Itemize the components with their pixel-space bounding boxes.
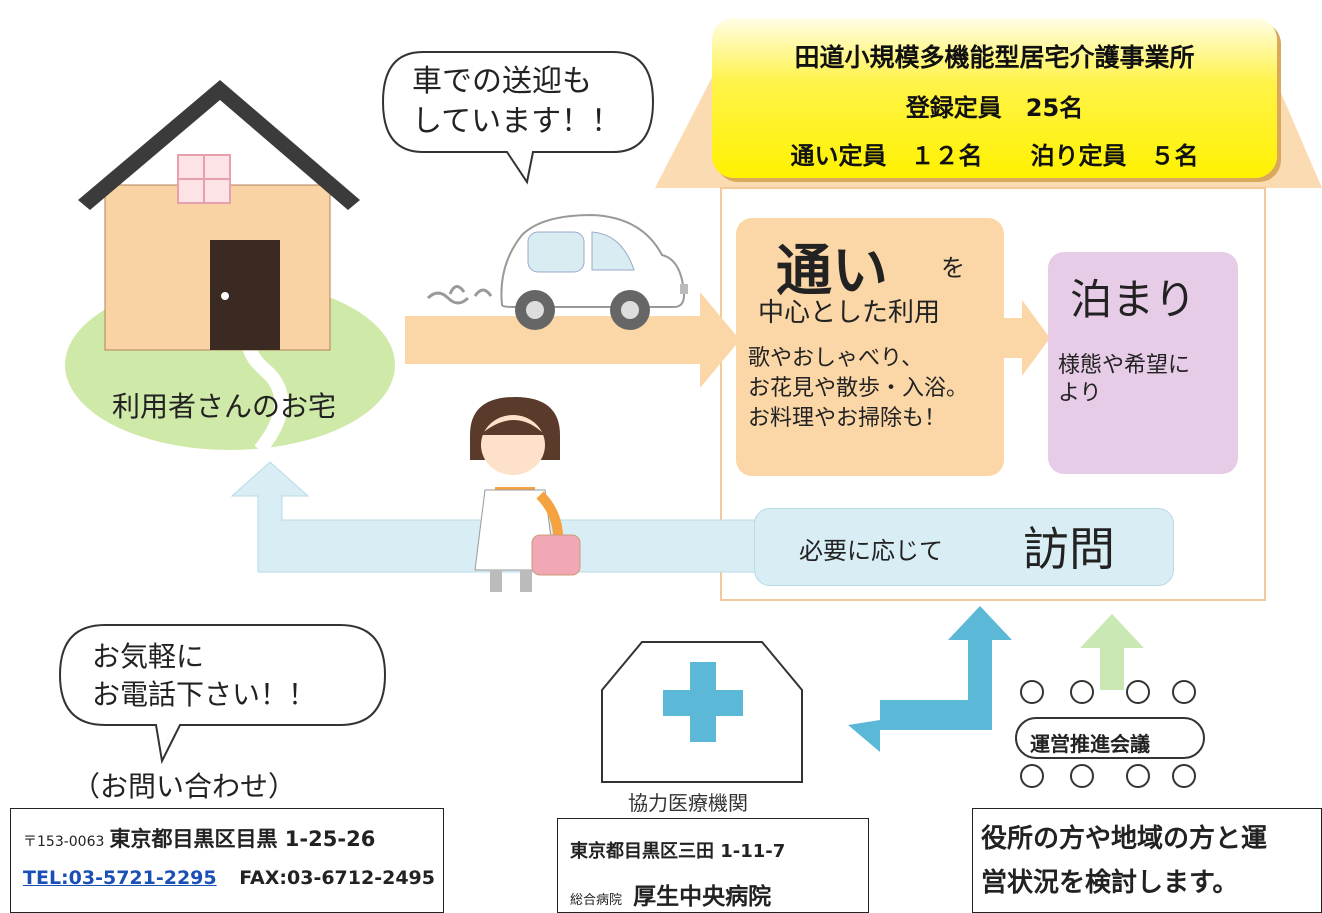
stay-service-title: 泊まり [1070, 275, 1197, 324]
contact-bubble-text: お気軽に お電話下さい！！ [92, 640, 317, 711]
flow-arrow-to-stay [1004, 300, 1050, 376]
hospital-link-arrow [848, 606, 1012, 752]
meeting-link-arrow [1080, 614, 1144, 690]
meeting-description: 役所の方や地域の方と運 営状況を検討します。 [981, 824, 1268, 898]
postal-code: 〒153-0063 [23, 834, 105, 850]
home-label: 利用者さんのお宅 [112, 390, 337, 423]
day-service-card: 通い を 中心とした利用 歌やおしゃべり、 お花見や散歩・入浴。 お料理やお掃除… [736, 218, 1004, 476]
day-service-description: 歌やおしゃべり、 お花見や散歩・入浴。 お料理やお掃除も！ [748, 346, 969, 431]
return-arrow-to-home [230, 461, 779, 573]
hospital-icon [601, 641, 803, 783]
tel-link[interactable]: TEL:03-5721-2295 [23, 867, 217, 889]
house-door [210, 240, 280, 350]
meeting-people-icon [1015, 680, 1205, 788]
hospital-name: 厚生中央病院 [633, 884, 772, 910]
visit-title: 訪問 [1023, 522, 1115, 576]
hospital-label: 協力医療機関 [628, 791, 748, 815]
hospital-info-box: 東京都目黒区三田 1-11-7 総合病院 厚生中央病院 [557, 818, 869, 913]
meeting-info-box: 役所の方や地域の方と運 営状況を検討します。 [972, 808, 1322, 913]
hospital-type: 総合病院 [570, 893, 623, 908]
house-icon [65, 80, 395, 455]
visit-service-pill: 必要に応じて 訪問 [754, 508, 1174, 586]
registered-capacity: 登録定員 25名 [905, 94, 1084, 122]
caregiver-icon [470, 397, 581, 592]
car-bubble-text: 車での送迎も しています！！ [412, 64, 622, 139]
stay-service-description: 様態や希望に より [1058, 353, 1191, 406]
fax-number: FAX:03-6712-2495 [239, 867, 435, 889]
contact-address: 東京都目黒区目黒 1-25-26 [109, 827, 376, 851]
office-name: 田道小規模多機能型居宅介護事業所 [794, 43, 1195, 72]
flow-arrow-to-day-service [405, 292, 740, 388]
day-service-title: 通い [776, 239, 888, 304]
office-banner: 田道小規模多機能型居宅介護事業所 登録定員 25名 通い定員 １２名 泊り定員 … [712, 18, 1277, 178]
contact-info-box: 〒153-0063 東京都目黒区目黒 1-25-26 TEL:03-5721-2… [10, 808, 444, 913]
hospital-address: 東京都目黒区三田 1-11-7 [570, 841, 786, 862]
car-icon [426, 213, 688, 330]
inquiry-label: （お問い合わせ） [72, 770, 297, 803]
visit-prefix: 必要に応じて [799, 537, 943, 565]
day-and-stay-capacity: 通い定員 １２名 泊り定員 ５名 [790, 142, 1199, 170]
contact-speech-bubble [58, 624, 387, 765]
day-service-particle: を [941, 254, 965, 282]
stay-service-card: 泊まり 様態や希望に より [1048, 252, 1238, 474]
car-speech-bubble [381, 51, 655, 185]
day-service-subtitle: 中心とした利用 [758, 298, 941, 328]
meeting-label: 運営推進会議 [1030, 732, 1150, 756]
